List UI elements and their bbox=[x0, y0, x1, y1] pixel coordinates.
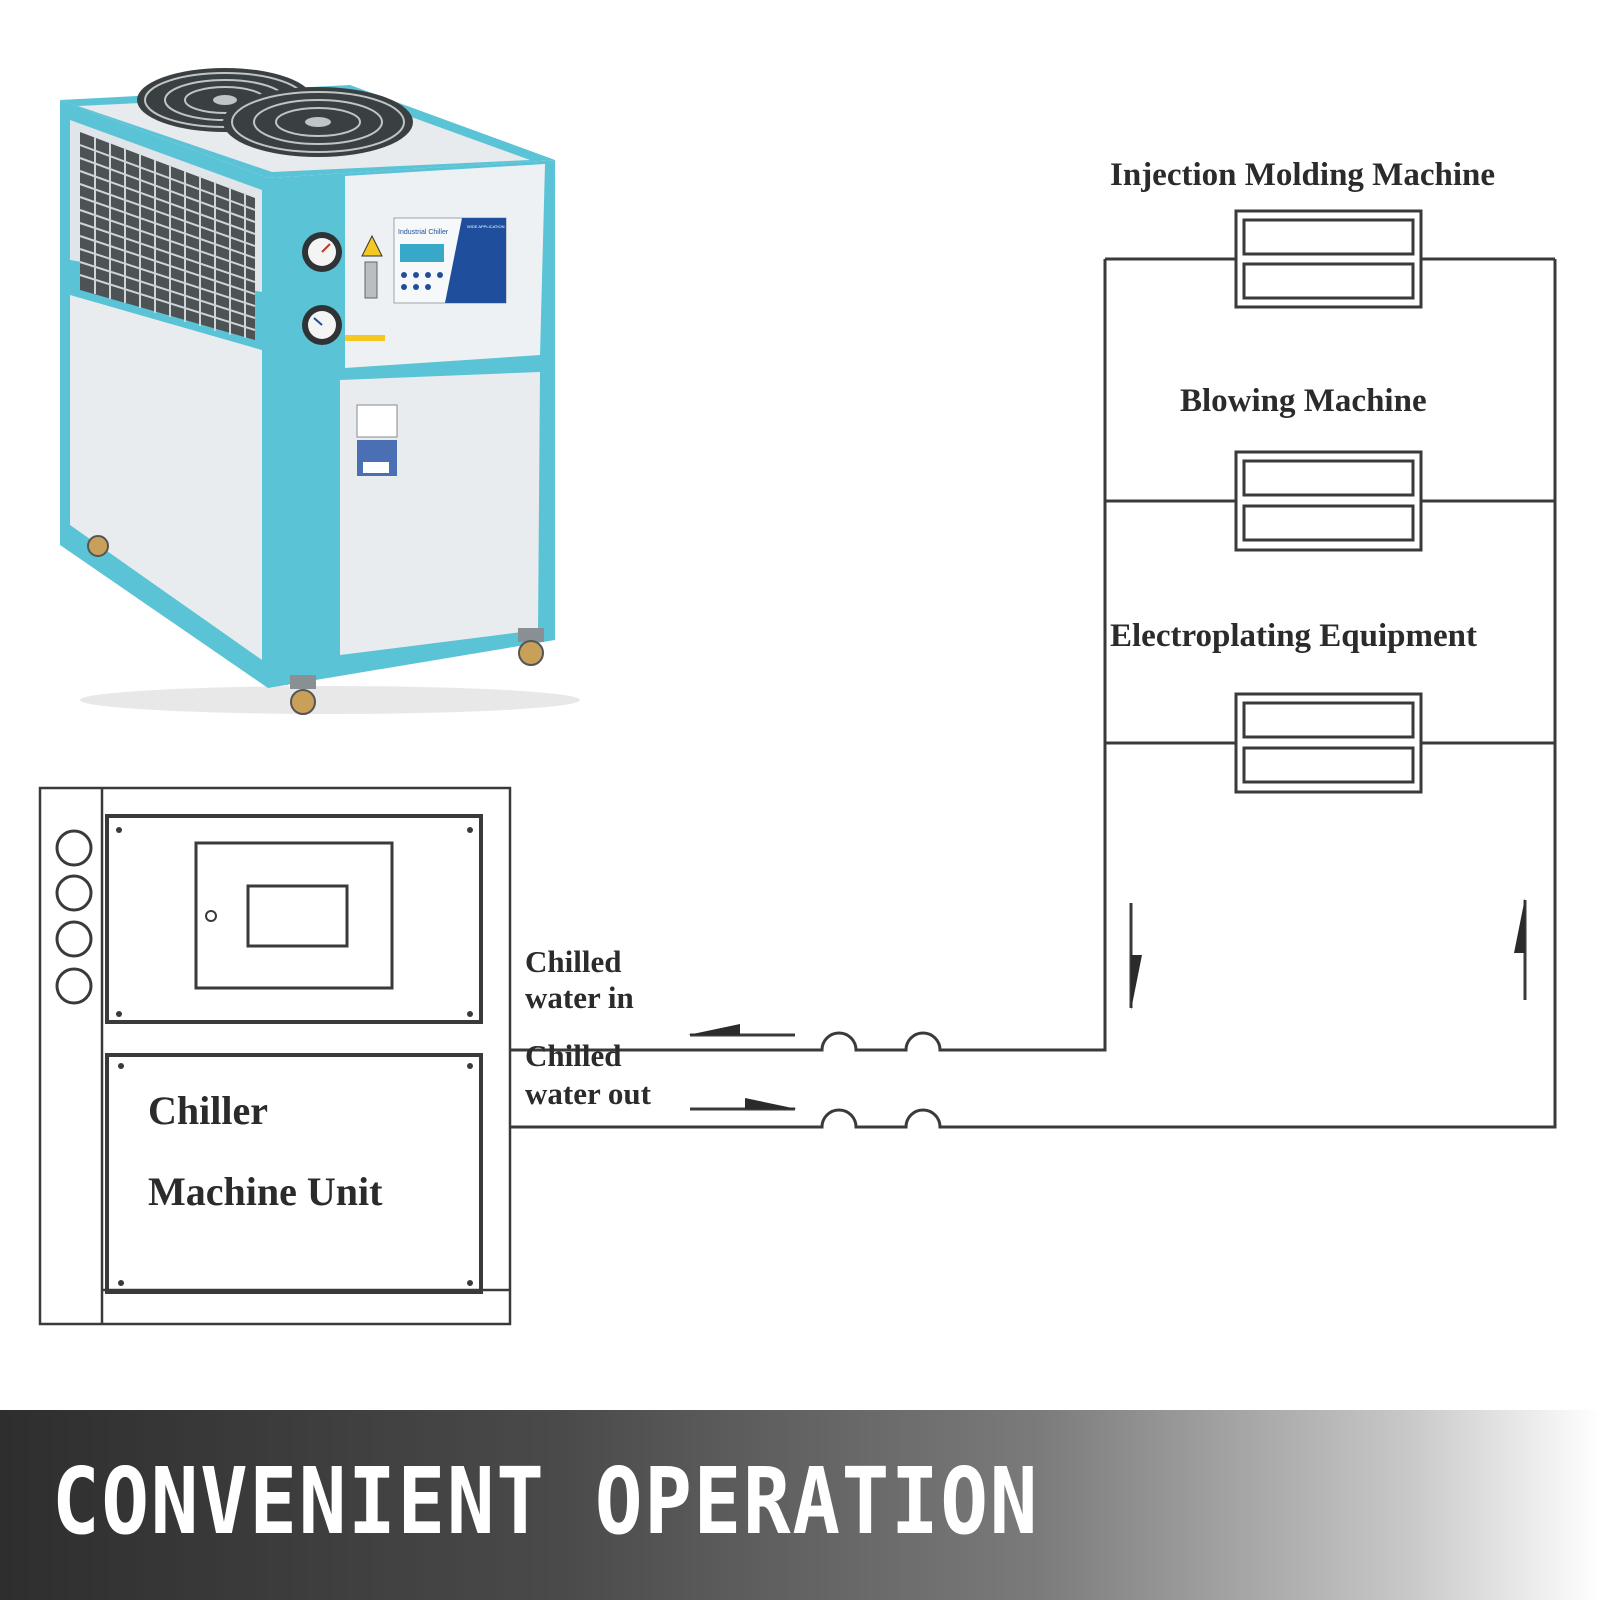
control-panel-subtitle: WIDE APPLICATION bbox=[467, 224, 505, 229]
warning-icon bbox=[361, 234, 383, 257]
bottom-banner: CONVENIENT OPERATION bbox=[0, 1410, 1600, 1600]
chilled-in-label-line1: Chilled bbox=[525, 944, 621, 979]
chilled-in-label-line2: water in bbox=[525, 980, 634, 1015]
pressure-gauge-icon bbox=[302, 232, 342, 272]
power-switch-icon bbox=[364, 261, 378, 299]
unit-control-panel bbox=[105, 814, 483, 1024]
port-circle-icon bbox=[55, 829, 93, 1005]
return-pipe bbox=[510, 259, 1557, 1129]
equipment-label: Electroplating Equipment bbox=[1110, 618, 1477, 654]
flow-arrow-right-icon bbox=[690, 1098, 797, 1111]
flow-arrow-up-icon bbox=[1514, 898, 1527, 1000]
caster-wheel-icon bbox=[290, 675, 316, 715]
flow-arrow-left-icon bbox=[688, 1024, 795, 1037]
unit-label-panel bbox=[105, 1053, 483, 1294]
unit-display-window bbox=[246, 884, 349, 948]
control-display bbox=[400, 244, 444, 262]
equipment-electroplating: Electroplating Equipment bbox=[1105, 618, 1555, 794]
control-panel: Industrial Chiller WIDE APPLICATION bbox=[393, 217, 507, 304]
supply-pipe bbox=[510, 259, 1107, 1052]
chiller-unit-schematic: Chiller Machine Unit bbox=[38, 786, 512, 1326]
pressure-gauge-icon bbox=[302, 305, 342, 345]
equipment-label: Blowing Machine bbox=[1180, 383, 1427, 419]
chilled-out-label-line1: Chilled bbox=[525, 1038, 621, 1073]
control-panel-title: Industrial Chiller bbox=[398, 229, 449, 236]
unit-label-line1: Chiller bbox=[148, 1088, 268, 1133]
unit-label-line2: Machine Unit bbox=[148, 1169, 383, 1214]
caster-wheel-icon bbox=[518, 628, 544, 666]
equipment-label: Injection Molding Machine bbox=[1110, 157, 1495, 193]
banner-title: CONVENIENT OPERATION bbox=[52, 1448, 1040, 1555]
equipment-blowing-machine: Blowing Machine bbox=[1105, 383, 1555, 552]
side-vent-grille bbox=[79, 132, 256, 340]
caster-wheel-icon bbox=[87, 535, 109, 557]
chiller-photo: Industrial Chiller WIDE APPLICATION bbox=[60, 68, 580, 715]
chilled-out-label-line2: water out bbox=[525, 1076, 652, 1111]
flow-arrow-down-icon bbox=[1129, 903, 1142, 1010]
fan-icon bbox=[223, 87, 413, 157]
equipment-injection-molding: Injection Molding Machine bbox=[1105, 157, 1555, 309]
